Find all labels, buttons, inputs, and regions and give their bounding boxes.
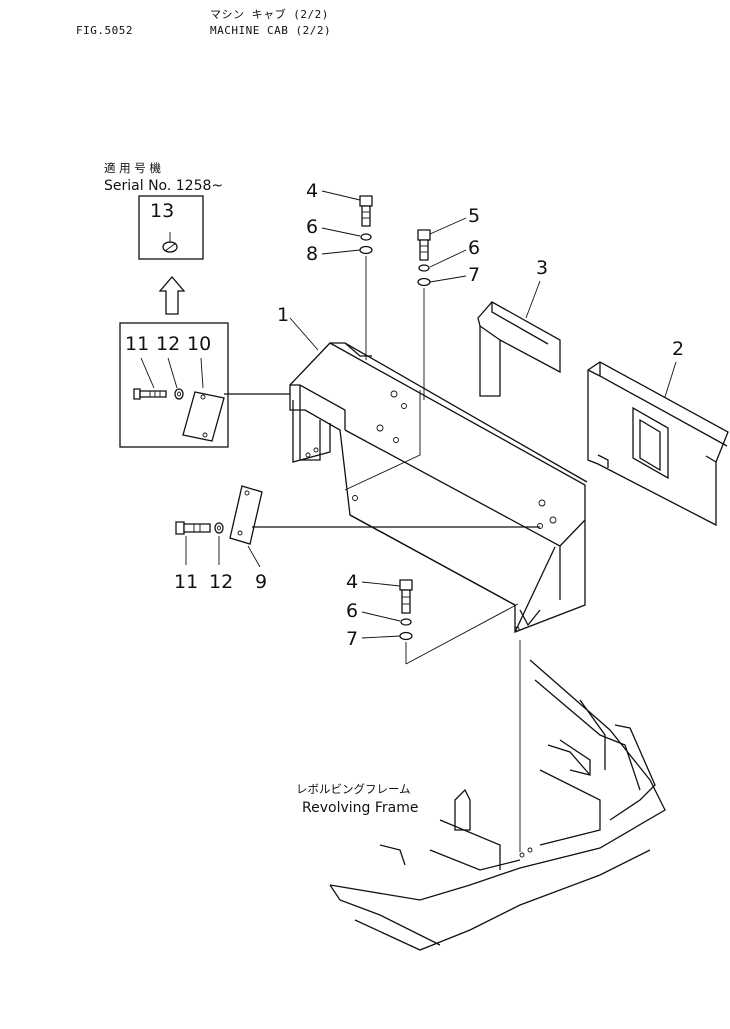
serial-note-japanese: 適 用 号 機 xyxy=(104,161,161,175)
washer-8 xyxy=(359,245,373,255)
inset-box-cover xyxy=(119,322,229,448)
callout-8: 8 xyxy=(306,243,318,265)
callout-13: 13 xyxy=(150,200,174,222)
callout-12-low: 12 xyxy=(209,571,233,593)
washer-7-top xyxy=(417,277,431,287)
bolt-5 xyxy=(417,229,431,241)
bolt-4-top xyxy=(359,195,373,207)
figure-number: FIG.5052 xyxy=(76,24,133,37)
callout-12-inset: 12 xyxy=(156,333,180,355)
inset-box-serial xyxy=(138,195,204,260)
cover-plate-9 xyxy=(229,485,263,545)
bolt-shank-11-low xyxy=(183,523,211,533)
revolving-frame xyxy=(329,659,666,951)
frame-label-japanese: レボルビングフレーム xyxy=(296,782,411,796)
up-arrow-icon xyxy=(158,276,186,315)
callout-9: 9 xyxy=(255,571,267,593)
cover-part-3 xyxy=(477,301,561,397)
spring-washer-6-mid xyxy=(418,264,430,272)
callout-7-top: 7 xyxy=(468,264,480,286)
bolt-4-bot xyxy=(399,579,413,591)
bracket-part-1 xyxy=(289,342,588,633)
title-japanese: マシン キャブ (2/2) xyxy=(210,8,329,21)
serial-note-english: Serial No. 1258~ xyxy=(104,178,223,194)
callout-11-inset: 11 xyxy=(125,333,149,355)
title-english: MACHINE CAB (2/2) xyxy=(210,24,332,37)
callout-5: 5 xyxy=(468,205,480,227)
spring-washer-6-bot xyxy=(400,618,412,626)
callout-4-bot: 4 xyxy=(346,571,358,593)
panel-part-2 xyxy=(587,361,729,527)
callout-11-low: 11 xyxy=(174,571,198,593)
cover-plate-10 xyxy=(182,391,225,442)
bolt-head-11-low xyxy=(175,521,185,535)
spring-washer-6-top xyxy=(360,233,372,241)
callout-1: 1 xyxy=(277,304,289,326)
washer-12-low xyxy=(214,522,224,534)
callout-3: 3 xyxy=(536,257,548,279)
bolt-shank-11-inset xyxy=(139,390,167,398)
callout-4-top: 4 xyxy=(306,180,318,202)
callout-6-bot: 6 xyxy=(346,600,358,622)
washer-7-bot xyxy=(399,631,413,641)
callout-6-top: 6 xyxy=(306,216,318,238)
callout-7-bot: 7 xyxy=(346,628,358,650)
callout-6-mid: 6 xyxy=(468,237,480,259)
frame-label-english: Revolving Frame xyxy=(302,800,418,816)
bolt-head-11-inset xyxy=(133,388,141,400)
callout-10: 10 xyxy=(187,333,211,355)
washer-12-inset xyxy=(174,388,184,400)
callout-2: 2 xyxy=(672,338,684,360)
